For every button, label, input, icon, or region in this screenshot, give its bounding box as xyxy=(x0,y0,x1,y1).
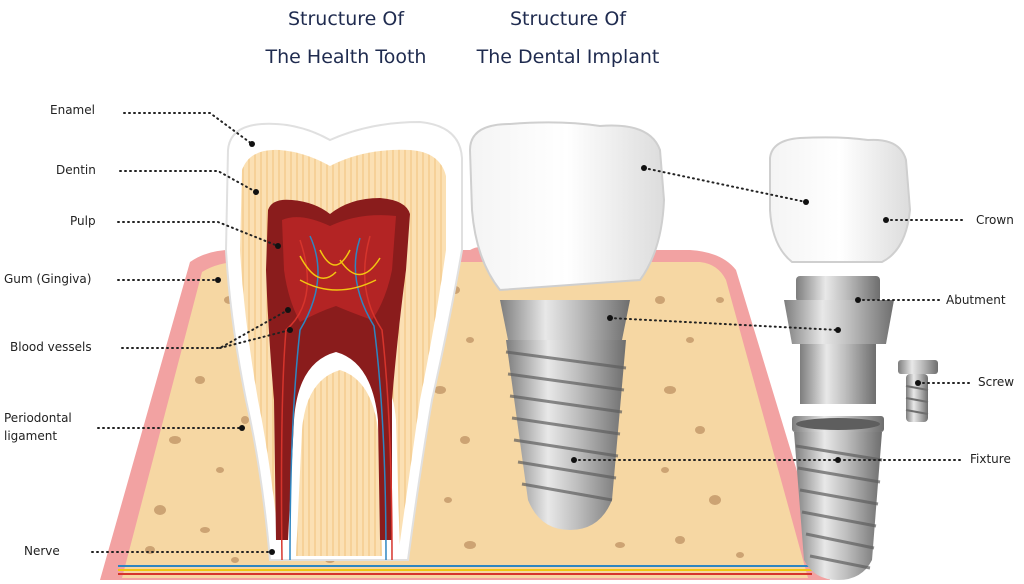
label-blood-vessels: Blood vessels xyxy=(10,340,92,354)
title-dental-implant: Structure Of The Dental Implant xyxy=(470,0,666,76)
label-abutment: Abutment xyxy=(946,293,1006,307)
label-periodontal-line2: ligament xyxy=(4,429,58,443)
leader-dots xyxy=(215,141,921,555)
title-healthy-line2: The Health Tooth xyxy=(265,46,427,68)
implant-abutment xyxy=(500,300,630,340)
label-fixture: Fixture xyxy=(970,452,1011,466)
exploded-screw xyxy=(898,360,938,422)
exploded-fixture xyxy=(792,416,884,580)
label-periodontal-line1: Periodontal xyxy=(4,411,72,425)
title-healthy-line1: Structure Of xyxy=(287,8,405,30)
label-gum: Gum (Gingiva) xyxy=(4,272,92,286)
exploded-crown xyxy=(769,136,912,263)
label-dentin: Dentin xyxy=(56,163,96,177)
label-screw: Screw xyxy=(978,375,1015,389)
title-implant-line2: The Dental Implant xyxy=(476,46,660,68)
exploded-abutment xyxy=(784,276,894,404)
label-nerve: Nerve xyxy=(24,544,60,558)
bottom-vessel-lines xyxy=(118,565,812,575)
label-crown: Crown xyxy=(976,213,1014,227)
periodontal-ligament-outline xyxy=(278,340,400,556)
label-pulp: Pulp xyxy=(70,214,96,228)
healthy-tooth xyxy=(224,120,463,561)
label-enamel: Enamel xyxy=(50,103,95,117)
title-healthy-tooth: Structure Of The Health Tooth xyxy=(262,0,430,76)
implant-threads xyxy=(505,350,627,502)
blood-vessel-paths xyxy=(280,235,393,561)
implant-crown xyxy=(468,121,666,292)
label-periodontal-ligament: Periodontal ligament xyxy=(4,409,72,445)
implant-in-bone xyxy=(468,121,666,530)
title-implant-line1: Structure Of xyxy=(509,8,627,30)
